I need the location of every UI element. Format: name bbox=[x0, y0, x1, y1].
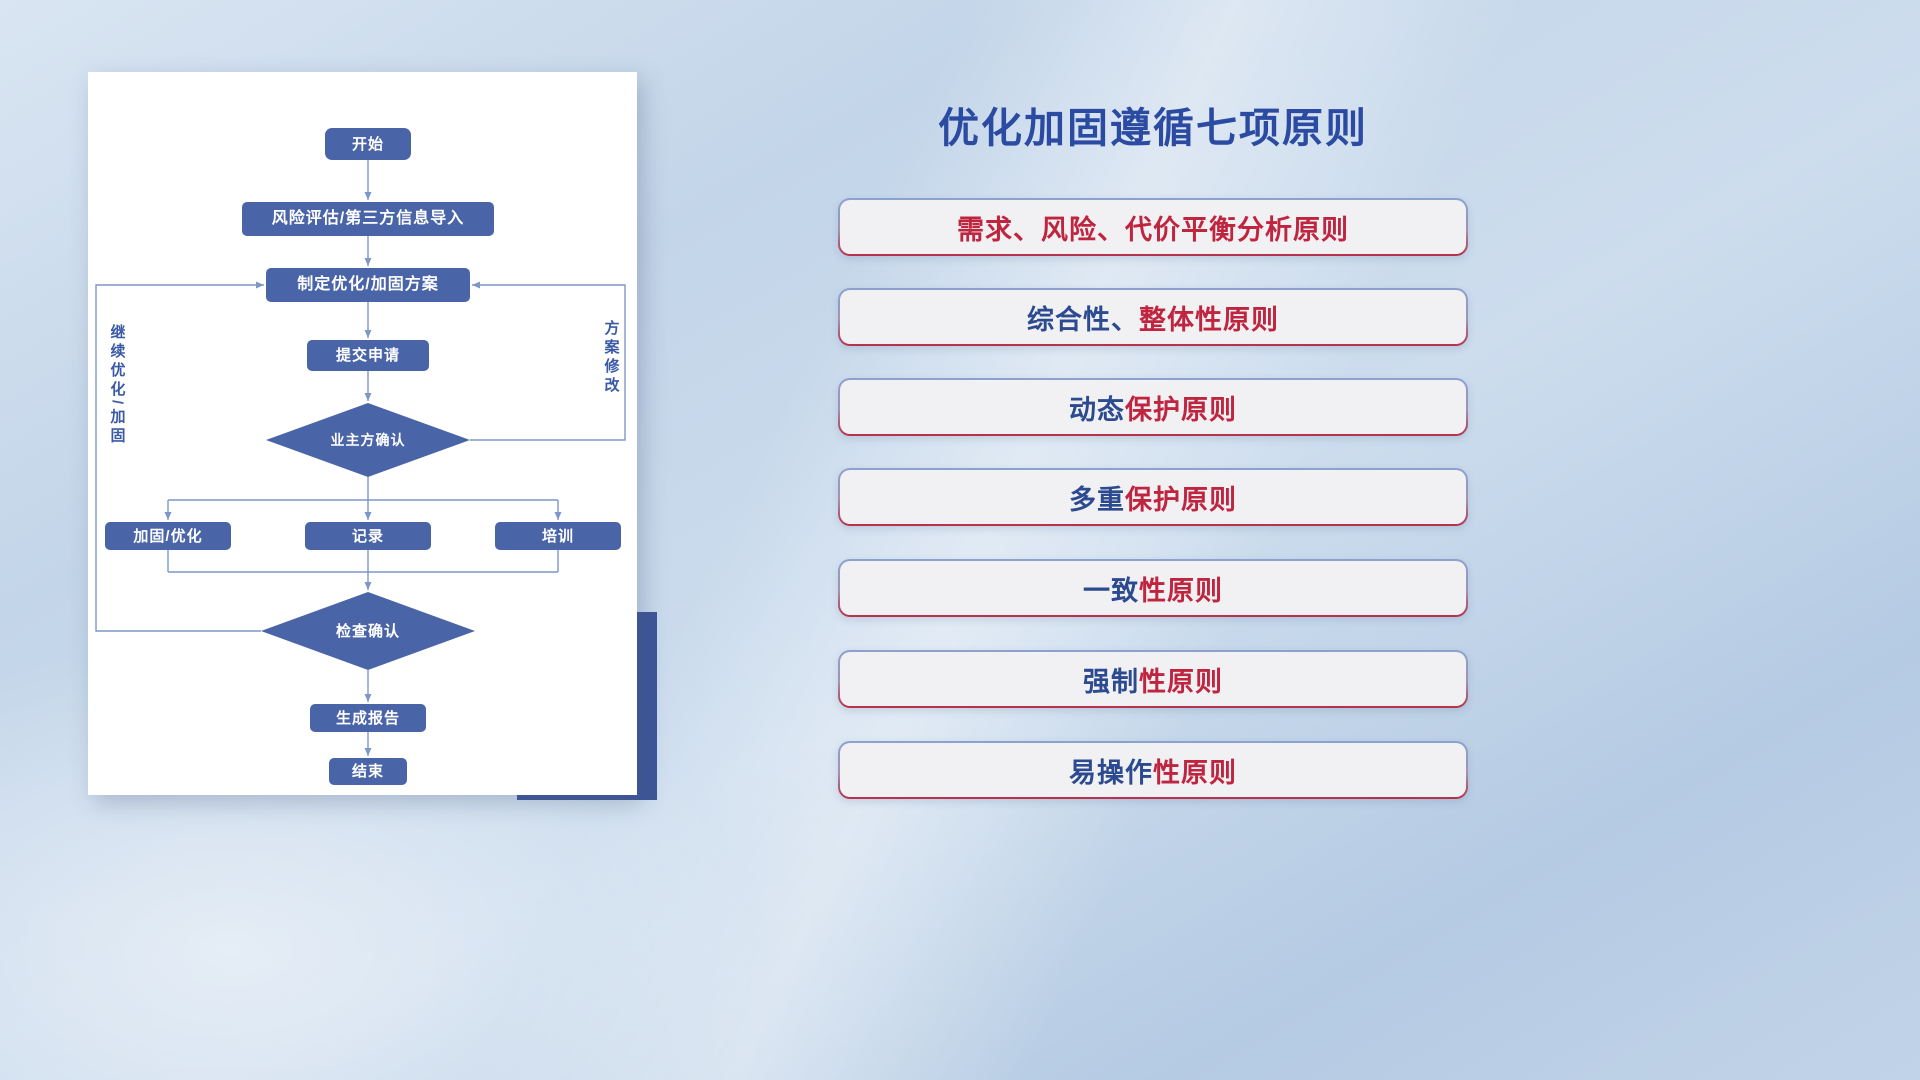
principle-text-red: 性原则 bbox=[1139, 666, 1223, 697]
principle-label: 需求、风险、代价平衡分析原则 bbox=[840, 200, 1466, 254]
principle-text-blue: 强制 bbox=[1083, 666, 1139, 697]
principle-box-2: 综合性、整体性原则 bbox=[838, 288, 1468, 346]
flow-node-training: 培训 bbox=[495, 522, 621, 550]
flow-node-submit-application: 提交申请 bbox=[307, 340, 429, 371]
principle-text-red: 性原则 bbox=[1153, 757, 1237, 788]
principle-box-6: 强制性原则 bbox=[838, 650, 1468, 708]
principle-text-red: 需求、风险、代价平衡分析原则 bbox=[957, 214, 1349, 245]
principle-label: 易操作性原则 bbox=[840, 743, 1466, 797]
principle-label: 多重保护原则 bbox=[840, 470, 1466, 524]
principle-text-blue: 动态 bbox=[1069, 394, 1125, 425]
flow-node-start: 开始 bbox=[325, 128, 411, 160]
principles-panel: 优化加固遵循七项原则 需求、风险、代价平衡分析原则 综合性、整体性原则 动态保护… bbox=[838, 0, 1468, 1080]
principle-text-red: 整体性原则 bbox=[1139, 304, 1279, 335]
principle-box-4: 多重保护原则 bbox=[838, 468, 1468, 526]
principle-box-7: 易操作性原则 bbox=[838, 741, 1468, 799]
connector-lines bbox=[95, 160, 626, 756]
principle-box-5: 一致性原则 bbox=[838, 559, 1468, 617]
principle-box-3: 动态保护原则 bbox=[838, 378, 1468, 436]
principle-text-red: 保护原则 bbox=[1125, 484, 1237, 515]
flow-node-end: 结束 bbox=[329, 758, 407, 785]
principle-text-red: 性原则 bbox=[1139, 575, 1223, 606]
principle-text-blue: 一致 bbox=[1083, 575, 1139, 606]
edge-label-plan-revision: 方案修改 bbox=[602, 320, 620, 396]
flowchart-card: 开始 风险评估/第三方信息导入 制定优化/加固方案 提交申请 业主方确认 加固/… bbox=[88, 72, 637, 795]
principle-text-blue: 多重 bbox=[1069, 484, 1125, 515]
flow-node-reinforce-optimize: 加固/优化 bbox=[105, 522, 231, 550]
principle-text-blue: 综合性、 bbox=[1027, 304, 1139, 335]
edge-label-continue-optimize: 继续优化/加固 bbox=[108, 324, 126, 447]
principle-label: 一致性原则 bbox=[840, 561, 1466, 615]
principle-box-1: 需求、风险、代价平衡分析原则 bbox=[838, 198, 1468, 256]
flow-node-generate-report: 生成报告 bbox=[310, 704, 426, 732]
principle-label: 强制性原则 bbox=[840, 652, 1466, 706]
flowchart-connectors bbox=[95, 160, 626, 756]
principle-label: 综合性、整体性原则 bbox=[840, 290, 1466, 344]
panel-title: 优化加固遵循七项原则 bbox=[938, 105, 1368, 151]
flow-node-record: 记录 bbox=[305, 522, 431, 550]
principle-label: 动态保护原则 bbox=[840, 380, 1466, 434]
flow-node-risk-assessment: 风险评估/第三方信息导入 bbox=[242, 202, 494, 236]
flow-node-make-plan: 制定优化/加固方案 bbox=[266, 268, 470, 302]
principle-text-red: 保护原则 bbox=[1125, 394, 1237, 425]
principle-text-blue: 易操作 bbox=[1069, 757, 1153, 788]
